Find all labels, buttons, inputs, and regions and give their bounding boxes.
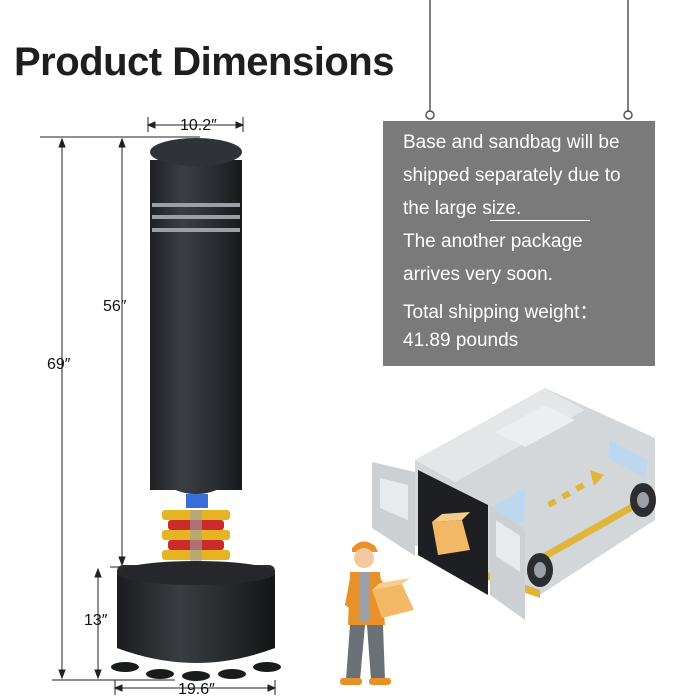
page-title: Product Dimensions — [14, 40, 394, 84]
base-width-label: 19.6″ — [178, 681, 215, 698]
notice-line-5: arrives very soon. — [403, 264, 553, 285]
notice-line-7: 41.89 pounds — [403, 330, 519, 351]
base-height-label: 13″ — [84, 612, 108, 629]
total-height-label: 69″ — [47, 356, 71, 373]
delivery-worker — [340, 541, 414, 685]
bag-base — [111, 561, 281, 681]
top-width-label: 10.2″ — [180, 117, 217, 134]
bag-height-label: 56″ — [103, 298, 127, 315]
notice-line-1: Base and sandbag will be — [403, 132, 620, 153]
punching-bag — [150, 138, 242, 565]
notice-line-2: shipped separately due to — [403, 165, 621, 186]
notice-line-4: The another package — [403, 231, 583, 252]
size-underline — [490, 220, 590, 221]
notice-line-3: the large size. — [403, 198, 522, 219]
sign-wires — [425, 0, 633, 120]
notice-line-6: Total shipping weight： — [403, 302, 599, 323]
shipping-notice: Base and sandbag will be shipped separat… — [383, 121, 655, 366]
delivery-van — [372, 388, 656, 620]
